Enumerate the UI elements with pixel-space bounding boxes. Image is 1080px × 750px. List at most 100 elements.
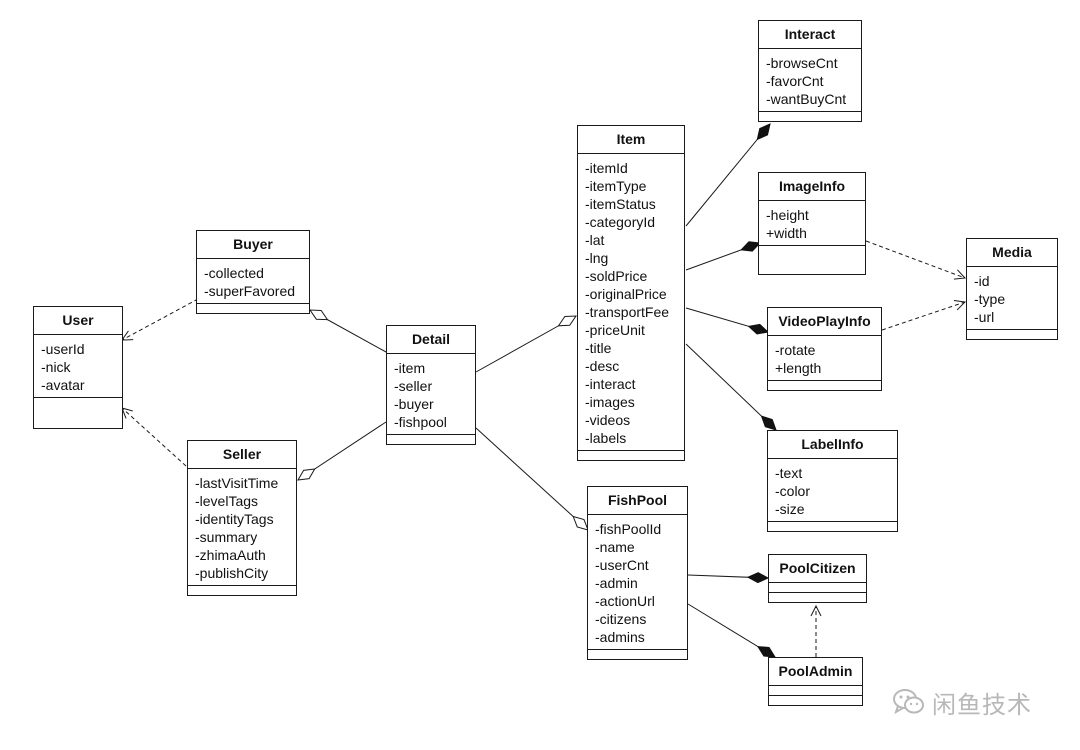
class-attribute: -lng: [585, 250, 609, 266]
class-attribute: -userCnt: [595, 557, 649, 573]
attribute-list: -item-seller-buyer-fishpool: [387, 354, 475, 435]
attribute-list: -lastVisitTime-levelTags-identityTags-su…: [188, 469, 296, 586]
class-poolcitizen[interactable]: PoolCitizen: [768, 554, 867, 603]
class-attribute: -interact: [585, 376, 636, 392]
attribute-list: -userId-nick-avatar: [34, 335, 122, 398]
class-attribute: -wantBuyCnt: [766, 91, 847, 107]
class-attribute: -priceUnit: [585, 322, 645, 338]
operations-compartment: [769, 696, 862, 705]
composition-item-labelinfo: [685, 343, 776, 430]
class-media[interactable]: Media -id-type-url: [966, 238, 1058, 340]
aggregation-detail-seller: [298, 421, 387, 480]
class-attribute: -images: [585, 394, 635, 410]
class-attribute: -fishPoolId: [595, 521, 662, 537]
class-interact[interactable]: Interact -browseCnt-favorCnt-wantBuyCnt: [758, 20, 862, 122]
class-fishpool[interactable]: FishPool -fishPoolId-name-userCnt-admin-…: [587, 486, 688, 660]
class-attribute: -identityTags: [195, 511, 274, 527]
class-attribute: -zhimaAuth: [195, 547, 266, 563]
class-attribute: -name: [595, 539, 635, 555]
class-attribute: -transportFee: [585, 304, 670, 320]
class-attribute: -itemStatus: [585, 196, 656, 212]
dependency-buyer-user: [122, 298, 199, 340]
watermark: 闲鱼技术: [892, 684, 1032, 720]
class-attribute: -originalPrice: [585, 286, 667, 302]
class-attribute: -id: [974, 273, 990, 289]
class-name: Seller: [188, 441, 296, 469]
class-name: Item: [578, 126, 684, 154]
class-seller[interactable]: Seller -lastVisitTime-levelTags-identity…: [187, 440, 297, 596]
composition-item-videoplayinfo: [685, 307, 768, 332]
class-name: FishPool: [588, 487, 687, 515]
aggregation-detail-fishpool: [475, 427, 588, 530]
operations-compartment: [588, 650, 687, 659]
class-attribute: +width: [766, 225, 807, 241]
dependency-seller-user: [122, 408, 187, 467]
attribute-list: [769, 686, 862, 696]
operations-compartment: [188, 586, 296, 595]
class-attribute: -itemId: [585, 160, 628, 176]
class-attribute: -seller: [394, 378, 433, 394]
operations-compartment: [759, 246, 865, 274]
class-attribute: -admins: [595, 629, 645, 645]
class-attribute: -text: [775, 465, 803, 481]
composition-item-imageinfo: [685, 243, 760, 271]
operations-compartment: [768, 381, 881, 390]
class-attribute: -collected: [204, 265, 264, 281]
class-attribute: -color: [775, 483, 811, 499]
class-attribute: -url: [974, 309, 995, 325]
class-buyer[interactable]: Buyer -collected-superFavored: [196, 230, 310, 314]
class-attribute: -itemType: [585, 178, 647, 194]
class-name: Detail: [387, 326, 475, 354]
class-attribute: -citizens: [595, 611, 647, 627]
class-attribute: -avatar: [41, 377, 85, 393]
attribute-list: -id -type -url: [967, 267, 1057, 330]
class-name: ImageInfo: [759, 173, 865, 201]
attribute-list: -browseCnt-favorCnt-wantBuyCnt: [759, 49, 861, 112]
attribute-list: -rotate+length: [768, 336, 881, 381]
class-attribute: -title: [585, 340, 612, 356]
class-item[interactable]: Item -itemId -itemType -itemStatus -categor…: [577, 125, 685, 461]
class-attribute: -categoryId: [585, 214, 656, 230]
operations-compartment: [578, 451, 684, 460]
watermark-text: 闲鱼技术: [932, 691, 1032, 719]
class-imageinfo[interactable]: ImageInfo -height +width: [758, 172, 866, 275]
class-user[interactable]: User -userId-nick-avatar: [33, 306, 123, 429]
operations-compartment: [759, 112, 861, 121]
wechat-icon: [893, 689, 924, 715]
class-videoplayinfo[interactable]: VideoPlayInfo -rotate+length: [767, 307, 882, 391]
aggregation-detail-buyer: [310, 310, 387, 353]
attribute-list: -height +width: [759, 201, 865, 246]
class-attribute: -lat: [585, 232, 605, 248]
class-attribute: -userId: [41, 341, 85, 357]
class-attribute: -buyer: [394, 396, 434, 412]
attribute-list: [769, 583, 866, 593]
class-attribute: -lastVisitTime: [195, 475, 279, 491]
class-name: Buyer: [197, 231, 309, 259]
class-name: LabelInfo: [768, 431, 897, 459]
class-pooladmin[interactable]: PoolAdmin: [768, 657, 863, 706]
class-attribute: -rotate: [775, 342, 816, 358]
class-attribute: -actionUrl: [595, 593, 655, 609]
class-name: User: [34, 307, 122, 335]
class-attribute: -type: [974, 291, 1006, 307]
aggregation-detail-item: [475, 316, 576, 373]
dependency-videoplayinfo-media: [881, 302, 965, 331]
class-attribute: -size: [775, 501, 805, 517]
operations-compartment: [768, 522, 897, 531]
class-attribute: -height: [766, 207, 809, 223]
operations-compartment: [197, 304, 309, 313]
composition-fishpool-poolcitizen: [687, 575, 768, 578]
class-attribute: -soldPrice: [585, 268, 648, 284]
class-detail[interactable]: Detail -item-seller-buyer-fishpool: [386, 325, 476, 445]
class-attribute: -desc: [585, 358, 620, 374]
operations-compartment: [387, 435, 475, 444]
attribute-list: -itemId -itemType -itemStatus -categoryId -l…: [578, 154, 684, 451]
class-name: VideoPlayInfo: [768, 308, 881, 336]
class-attribute: -publishCity: [195, 565, 269, 581]
class-attribute: -summary: [195, 529, 258, 545]
class-attribute: -labels: [585, 430, 627, 446]
class-labelinfo[interactable]: LabelInfo -text -color -size: [767, 430, 898, 532]
dependency-imageinfo-media: [865, 240, 965, 278]
